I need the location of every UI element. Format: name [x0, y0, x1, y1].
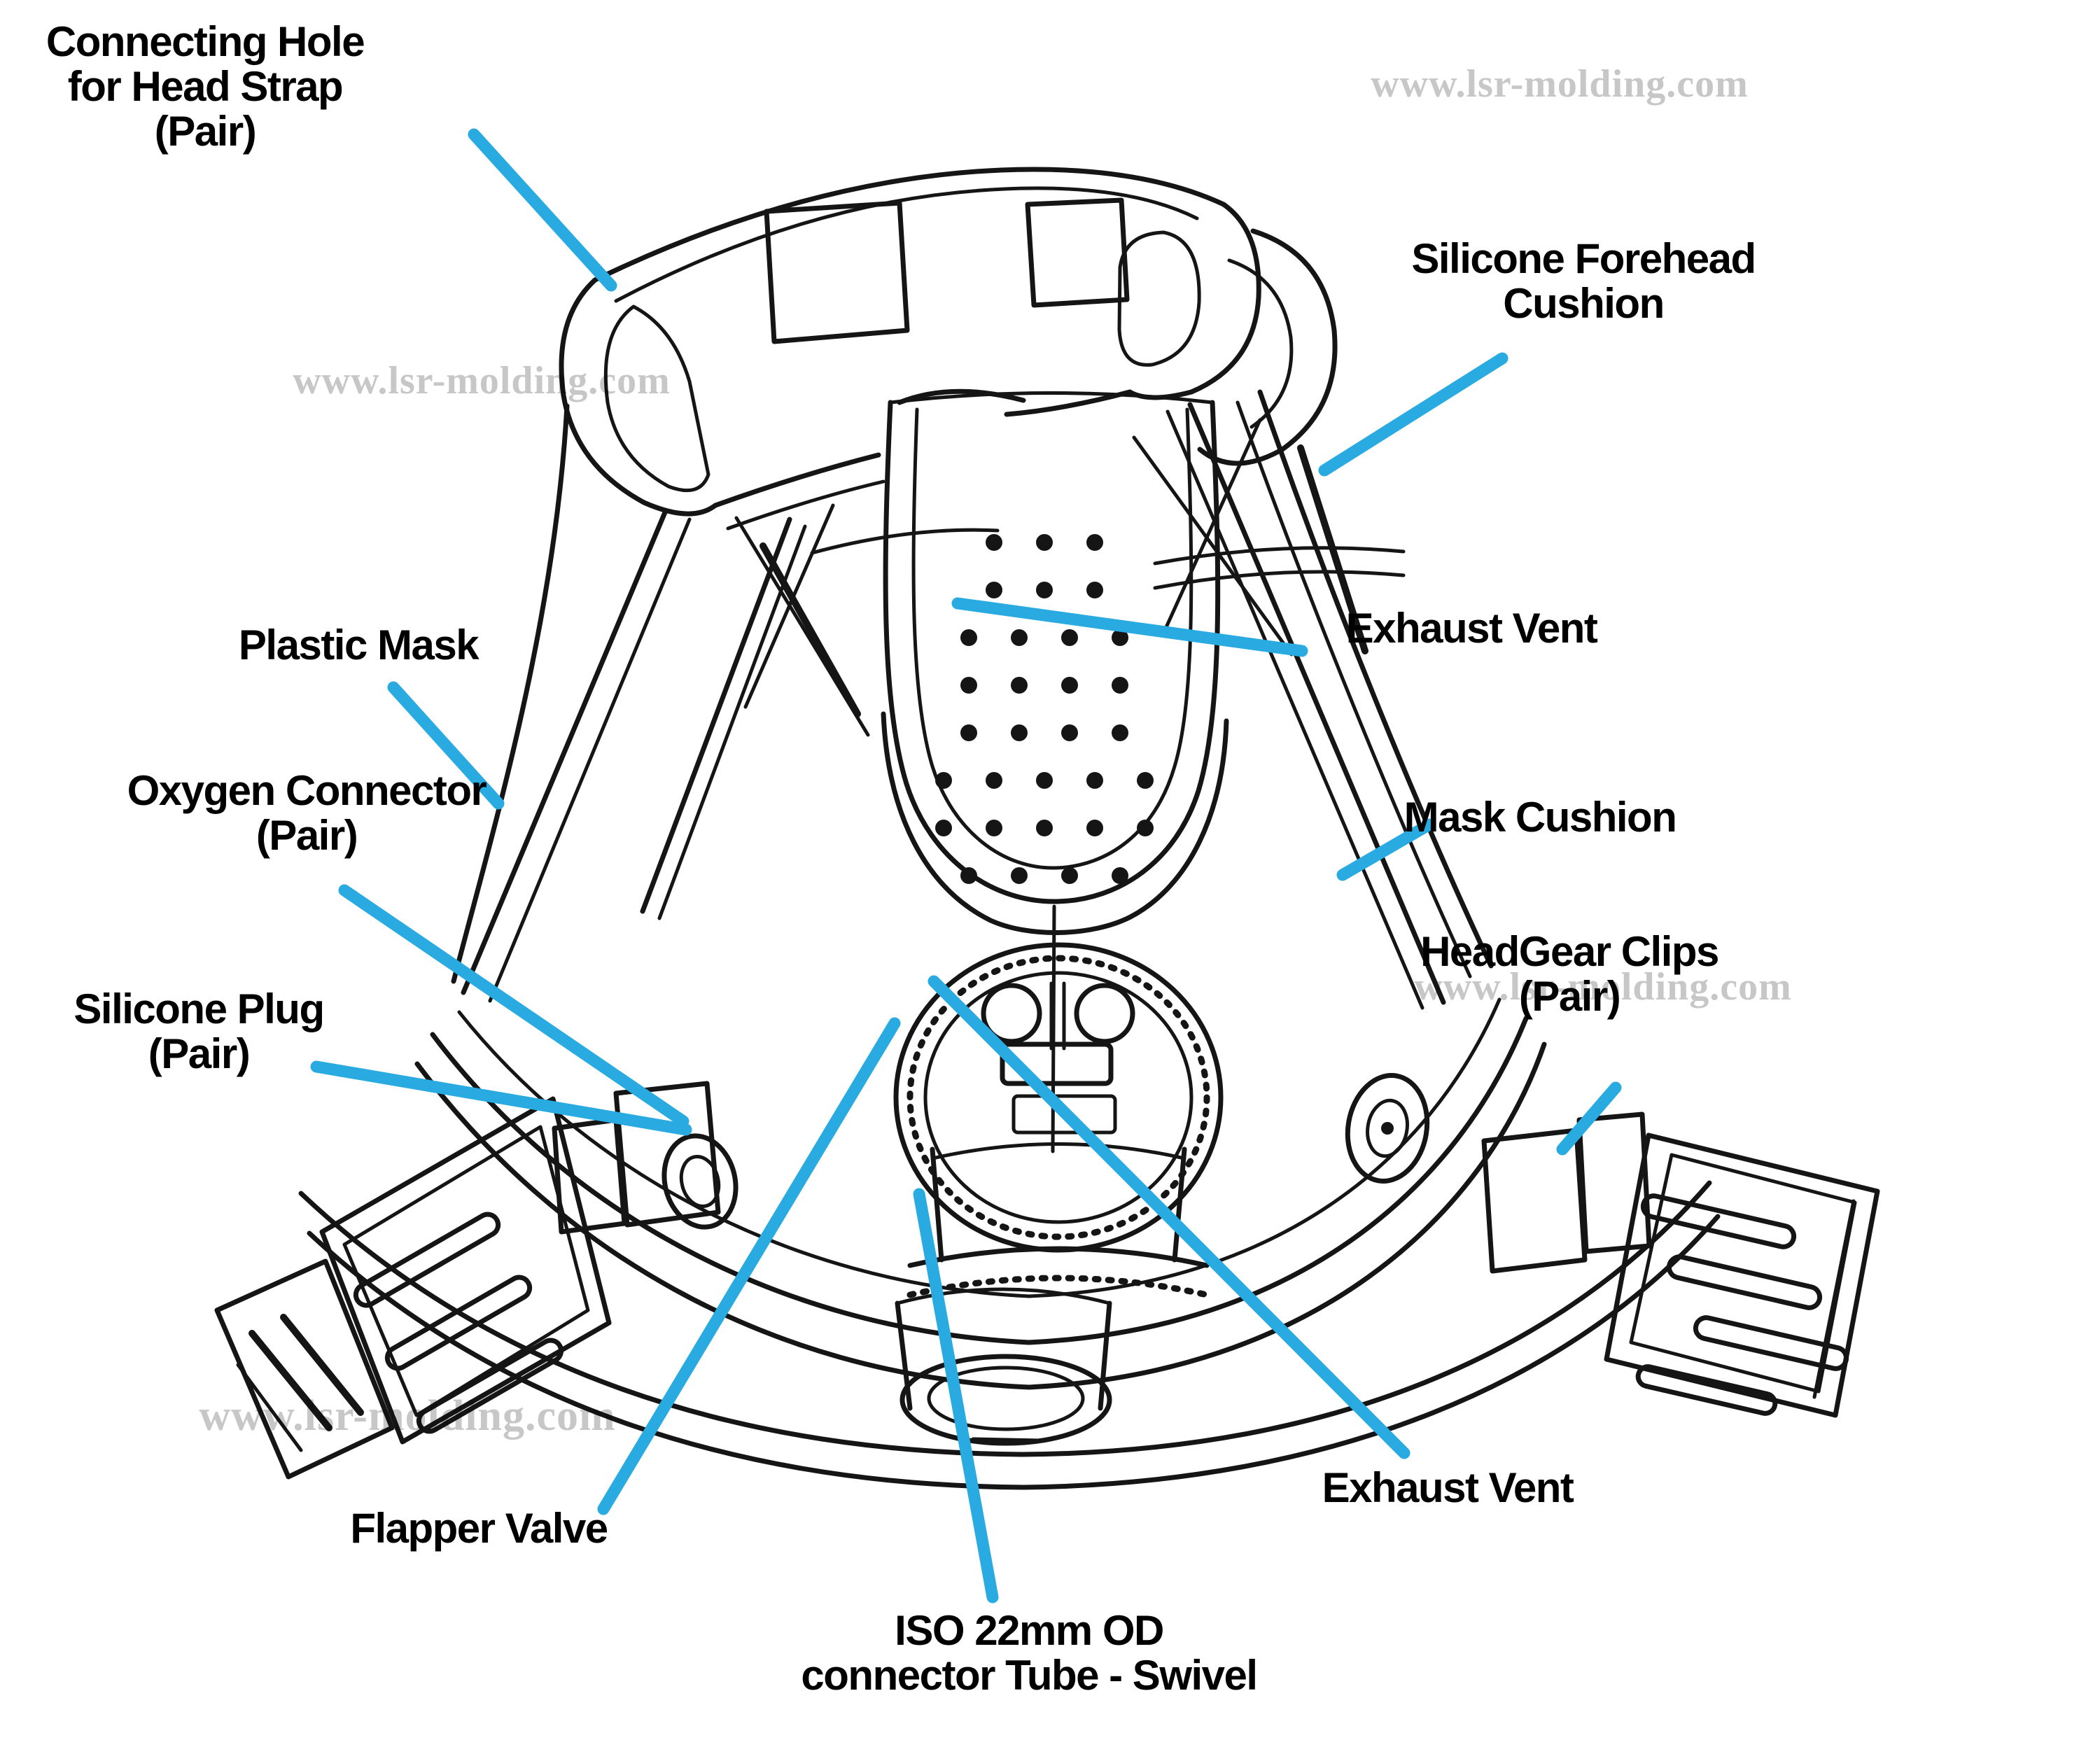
- label-oxygen-connector: Oxygen Connector (Pair): [127, 767, 487, 860]
- label-silicone-plug: Silicone Plug (Pair): [74, 985, 325, 1078]
- watermark-text: www.lsr-molding.com: [1414, 965, 1792, 1009]
- vent-dot: [1112, 724, 1128, 741]
- leader-exhaust-vent-top: [951, 597, 1308, 657]
- vent-dot: [935, 772, 952, 789]
- side-straps: [451, 389, 1494, 1010]
- cheek-ports: [662, 1073, 1430, 1230]
- watermark-text: www.lsr-molding.com: [199, 1392, 616, 1440]
- vent-dot: [1036, 582, 1053, 598]
- label-silicone-forehead-cushion: Silicone Forehead Cushion: [1411, 235, 1756, 328]
- vent-dot: [1061, 867, 1078, 884]
- vent-dot: [1112, 629, 1128, 646]
- center-dome-port: [893, 942, 1224, 1253]
- leader-silicone-forehead-cushion: [1318, 352, 1508, 477]
- vent-dot: [1011, 677, 1028, 694]
- truss-braces: [734, 418, 1406, 737]
- leader-oxygen-connector: [338, 884, 690, 1128]
- leader-iso-tube: [913, 1188, 999, 1604]
- vent-dot: [960, 629, 977, 646]
- label-mask-cushion: Mask Cushion: [1404, 794, 1677, 841]
- mask-cushion-rim: [298, 997, 1721, 1490]
- vent-dot: [960, 867, 977, 884]
- vent-dot: [1061, 629, 1078, 646]
- vent-dot: [1036, 820, 1053, 836]
- vent-dot: [1112, 867, 1128, 884]
- leader-silicone-plug: [310, 1060, 692, 1136]
- vent-dot: [986, 820, 1002, 836]
- vent-dot: [960, 677, 977, 694]
- leader-exhaust-vent-bottom: [927, 975, 1410, 1459]
- leader-mask-cushion: [1336, 818, 1436, 881]
- right-headgear-clip: [1481, 1111, 1880, 1418]
- label-plastic-mask: Plastic Mask: [238, 622, 479, 668]
- label-connecting-hole: Connecting Hole for Head Strap (Pair): [46, 18, 365, 155]
- leader-plastic-mask: [387, 681, 505, 810]
- watermark-text: www.lsr-molding.com: [293, 359, 671, 402]
- vent-dot: [1011, 724, 1028, 741]
- vent-dot: [1086, 820, 1103, 836]
- vent-dot: [1061, 677, 1078, 694]
- vent-dot: [1061, 724, 1078, 741]
- leader-flapper-valve: [597, 1017, 901, 1515]
- forehead-paddle: [881, 391, 1229, 1153]
- exhaust-vent-dot-grid: [935, 534, 1154, 884]
- vent-dot: [986, 772, 1002, 789]
- left-headgear-clip: [214, 1081, 721, 1480]
- vent-dot: [1036, 772, 1053, 789]
- vent-dot: [1011, 629, 1028, 646]
- vent-dot: [1086, 534, 1103, 551]
- vent-dot: [986, 582, 1002, 598]
- label-exhaust-vent-bottom: Exhaust Vent: [1322, 1464, 1574, 1511]
- vent-dot: [960, 724, 977, 741]
- vent-dot: [1137, 772, 1154, 789]
- vent-dot: [1011, 867, 1028, 884]
- vent-dot: [1137, 820, 1154, 836]
- vent-dot: [1112, 677, 1128, 694]
- vent-dot: [1086, 772, 1103, 789]
- leader-headgear-clips: [1556, 1081, 1622, 1156]
- label-flapper-valve: Flapper Valve: [350, 1505, 608, 1552]
- vent-dot: [1036, 534, 1053, 551]
- label-exhaust-vent-top: Exhaust Vent: [1345, 605, 1598, 652]
- vent-dot: [935, 820, 952, 836]
- label-headgear-clips: HeadGear Clips (Pair): [1420, 928, 1719, 1020]
- vent-dot: [986, 534, 1002, 551]
- swivel-tube: [895, 1142, 1210, 1446]
- watermark-text: www.lsr-molding.com: [1371, 62, 1749, 106]
- leader-connecting-hole: [468, 128, 617, 292]
- label-iso-tube: ISO 22mm OD connector Tube - Swivel: [801, 1607, 1258, 1699]
- vent-dot: [1086, 582, 1103, 598]
